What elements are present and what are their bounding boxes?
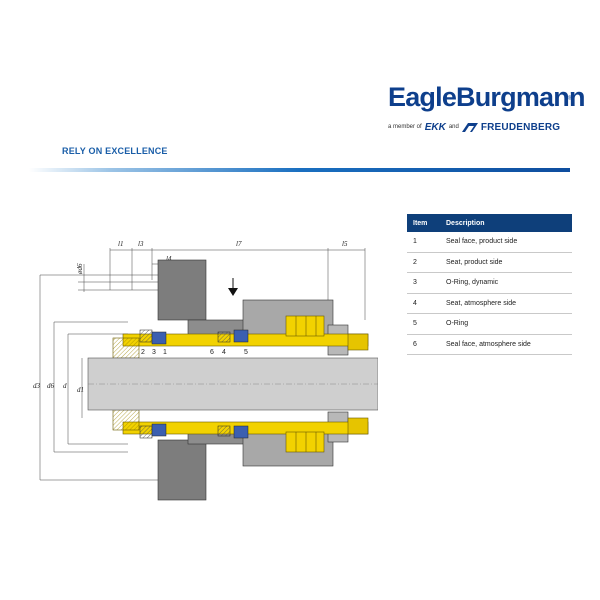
item-number: 6 [407,334,440,355]
member-line: a member of EKK and FREUDENBERG [388,121,560,133]
callout-3: 3 [152,349,156,356]
item-description: Seat, product side [440,252,572,273]
seal-cross-section-drawing: l1 l3 l7 l5 l4 d3 d6 d d1 ød6 [33,240,378,501]
eagleburgmann-logo[interactable]: EagleBurgmann ® [388,82,585,112]
callout-1: 1 [163,349,167,356]
item-number: 2 [407,252,440,273]
dim-d: d [63,382,67,390]
dim-l1: l1 [118,240,123,248]
freudenberg-logo: FREUDENBERG [480,121,561,133]
dim-l7: l7 [236,240,242,248]
item-description: Seal face, product side [440,232,572,253]
callout-4: 4 [222,349,226,356]
item-description: Seat, atmosphere side [440,293,572,314]
item-number: 4 [407,293,440,314]
member-prefix: a member of [388,124,422,130]
left-dimension-lines [39,264,168,481]
member-and: and [448,124,459,130]
ekk-logo: EKK [424,121,446,133]
callout-2: 2 [141,349,145,356]
freudenberg-mark-icon [461,122,478,132]
header-description: Description [440,214,572,232]
dim-d1: d1 [77,386,84,394]
item-number: 3 [407,272,440,294]
inlet-arrow-icon [228,288,238,296]
dim-od6: ød6 [76,263,84,275]
tagline: RELY ON EXCELLENCE [62,146,168,156]
registered-mark: ® [568,96,573,102]
item-number: 5 [407,313,440,335]
logo-text: EagleBurgmann [388,82,585,112]
item-description: O-Ring [440,313,572,335]
header-gradient-band [29,168,570,172]
item-number: 1 [407,232,440,253]
item-description: Seal face, atmosphere side [440,334,572,355]
item-description: O-Ring, dynamic [440,272,572,294]
dim-d3: d3 [33,382,41,390]
dim-l4: l4 [166,255,172,263]
seal-faces [139,329,249,439]
header-item: Item [407,214,440,232]
dim-d6: d6 [47,382,55,390]
dim-l5: l5 [342,240,348,248]
dim-l3: l3 [138,240,144,248]
callout-5: 5 [244,349,248,356]
bearings [285,315,325,453]
item-table-header: Item Description [407,214,572,232]
callout-6: 6 [210,349,214,356]
